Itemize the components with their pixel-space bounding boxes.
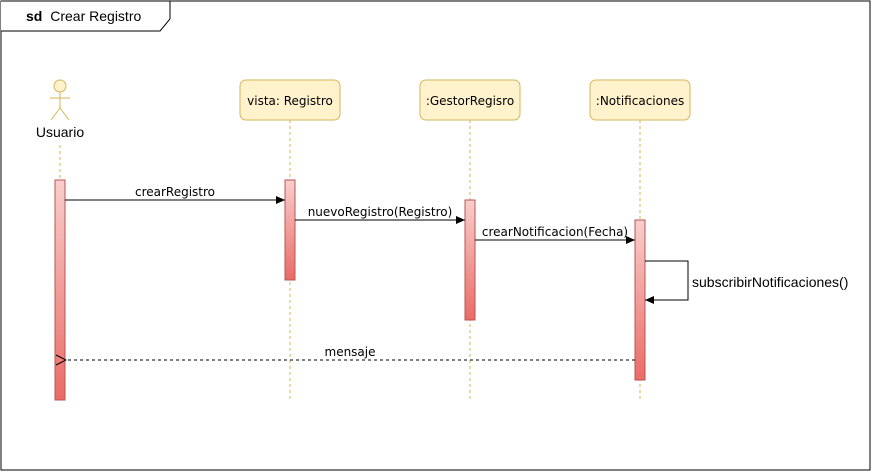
lifeline-head-box: [589, 79, 691, 121]
lifeline-gestor-registro[interactable]: :GestorRegisro: [419, 79, 521, 121]
message-subscribir-notificaciones[interactable]: subscribirNotificaciones(): [645, 260, 848, 304]
activation-notificaciones[interactable]: [634, 219, 646, 381]
message-label: crearNotificacion(Fecha): [482, 225, 628, 239]
message-label: nuevoRegistro(Registro): [308, 205, 453, 219]
activation-gestor-registro[interactable]: [464, 199, 476, 321]
stick-figure-icon: [50, 79, 70, 121]
lifeline-head-box: [419, 79, 521, 121]
lifeline-vista-registro[interactable]: vista: Registro: [239, 79, 341, 121]
frame-title-tab: [1, 0, 171, 32]
activation-vista-registro[interactable]: [284, 179, 296, 281]
message-crear-notificacion[interactable]: crearNotificacion(Fecha): [475, 225, 635, 244]
message-crear-registro[interactable]: crearRegistro: [65, 185, 285, 204]
actor-label: Usuario: [36, 124, 84, 140]
message-mensaje-return[interactable]: mensaje: [66, 345, 635, 360]
actor-usuario[interactable]: Usuario: [36, 79, 84, 140]
frame-title-text: Crear Registro: [50, 8, 141, 24]
message-label: crearRegistro: [135, 185, 215, 199]
self-message-arrow: [645, 260, 689, 304]
lifeline-notificaciones[interactable]: :Notificaciones: [589, 79, 691, 121]
lifeline-label: :GestorRegisro: [426, 94, 514, 108]
lifeline-head-box: [239, 79, 341, 121]
lifeline-label: :Notificaciones: [596, 94, 684, 108]
frame-title: sd Crear Registro: [26, 8, 141, 24]
activation-usuario[interactable]: [54, 179, 66, 401]
lifeline-label: vista: Registro: [247, 94, 333, 108]
message-label: mensaje: [325, 345, 376, 359]
message-label: subscribirNotificaciones(): [692, 274, 848, 290]
frame-keyword: sd: [26, 8, 42, 24]
message-nuevo-registro[interactable]: nuevoRegistro(Registro): [295, 205, 465, 224]
